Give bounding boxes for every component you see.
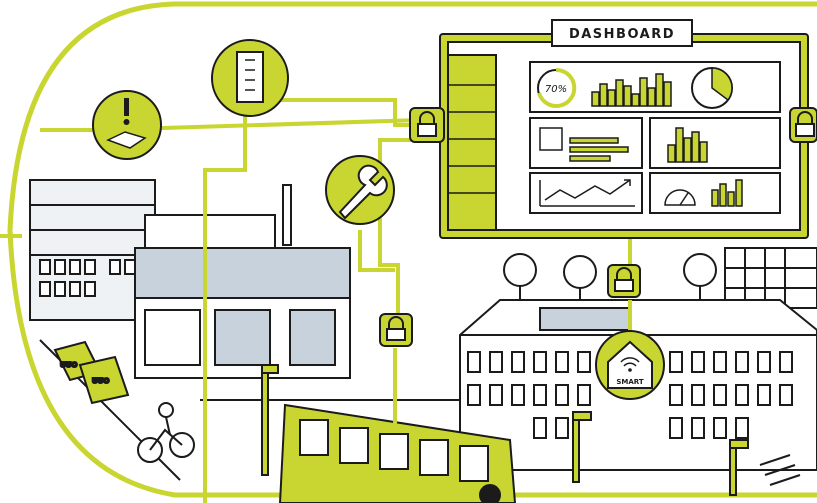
chimney [282,184,292,246]
crosswalk [759,454,801,486]
speed-gauge [664,179,743,207]
wrench-icon [325,155,395,225]
widget-line-chart [529,172,643,214]
street-lamps [261,364,749,496]
dashboard-title: DASHBOARD [569,27,675,42]
lock-icon [789,107,817,143]
bin-label: UUO [92,377,109,385]
recycling-bins: UUO UUO [53,340,130,405]
center-building [134,214,351,379]
warning-alert-icon [92,90,162,160]
percent-gauge: 70% [537,67,577,108]
bus [278,403,517,503]
lock-icon [379,313,413,347]
dashboard-panel: DASHBOARD 70% [439,19,809,239]
bin-label: UUO [60,361,77,369]
line-chart [539,179,635,207]
lock-icon [409,107,445,143]
right-background-building [724,247,817,309]
lock-icon [607,264,641,298]
frame-outline [7,1,817,498]
smart-label: SMART [616,378,644,386]
top-bar-chart [591,73,672,107]
horizontal-bar-list [539,127,629,162]
tower-gauge-icon [211,39,289,117]
pie-chart [691,67,733,109]
trees [503,253,717,300]
smart-home-wifi-icon: SMART [595,330,665,400]
small-bar-chart [667,127,708,163]
gauge-percent-label: 70% [545,84,567,95]
cyclist [137,402,195,463]
